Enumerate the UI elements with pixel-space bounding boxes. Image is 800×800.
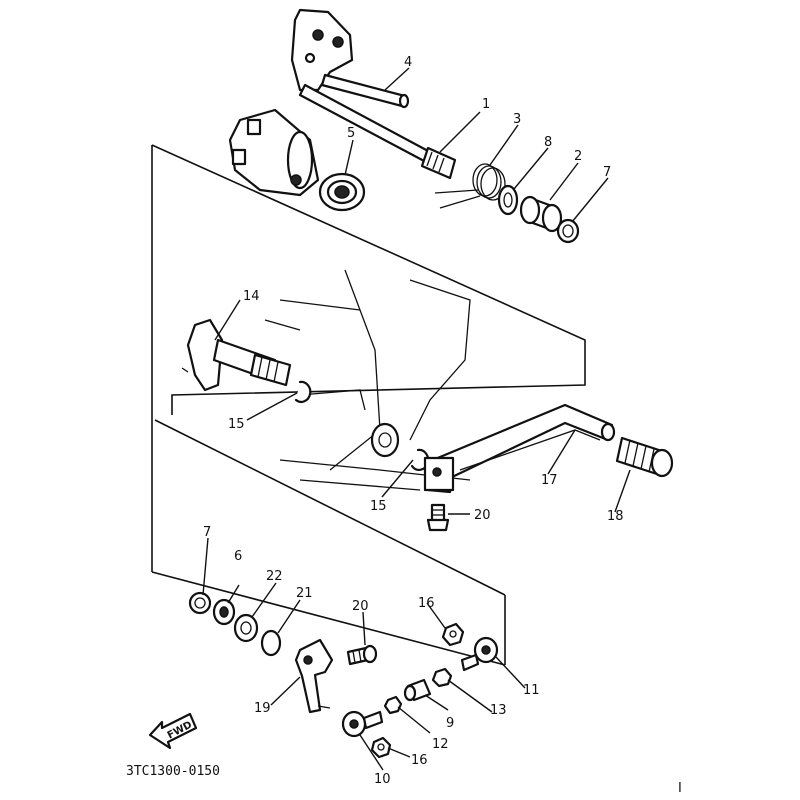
callout-labels: 1 2 3 4 5 6 7 7 8 9 10 11 12 13 14 15 15… (203, 55, 624, 787)
callout-12: 12 (432, 737, 449, 752)
callout-17: 17 (541, 473, 558, 488)
callout-4: 4 (404, 55, 412, 70)
callout-10: 10 (374, 772, 391, 787)
callout-13: 13 (490, 703, 507, 718)
washer (212, 598, 236, 626)
shift-rod (403, 678, 432, 702)
upper-assembly-frame (151, 144, 586, 415)
rod-joint (460, 636, 499, 672)
oil-seal (188, 591, 212, 615)
bolt (426, 503, 450, 532)
callout-16: 16 (418, 596, 435, 611)
shift-shaft (290, 8, 457, 180)
callout-7: 7 (203, 525, 211, 540)
callout-5: 5 (347, 126, 355, 141)
callout-7: 7 (603, 165, 611, 180)
callout-leaders (202, 67, 631, 771)
callout-11: 11 (523, 683, 540, 698)
pedal-rubber (615, 436, 674, 478)
case-boss (370, 422, 400, 458)
callout-14: 14 (243, 289, 260, 304)
callout-22: 22 (266, 569, 283, 584)
washer (497, 184, 519, 216)
page-mark: I (678, 781, 682, 796)
callout-9: 9 (446, 716, 454, 731)
callout-15: 15 (228, 417, 245, 432)
callout-15: 15 (370, 499, 387, 514)
callout-8: 8 (544, 135, 552, 150)
nut (383, 695, 403, 715)
callout-21: 21 (296, 586, 313, 601)
shift-pedal (423, 403, 616, 494)
shift-drum (228, 108, 320, 197)
callout-18: 18 (607, 509, 624, 524)
pin (320, 73, 410, 109)
nut (441, 622, 465, 647)
circlip (260, 629, 282, 657)
callout-6: 6 (234, 549, 242, 564)
engine-case-outline (264, 269, 471, 491)
callout-19: 19 (254, 701, 271, 716)
shift-lever-shaft (181, 318, 292, 392)
callout-3: 3 (513, 112, 521, 127)
rod-joint (341, 710, 384, 738)
circlip (294, 380, 312, 403)
collar (519, 195, 563, 233)
bearing (318, 172, 366, 212)
bolt (346, 644, 378, 666)
callout-20: 20 (474, 508, 491, 523)
lower-assembly-frame (151, 571, 506, 666)
fwd-arrow-icon: FWD (148, 712, 198, 750)
callout-16: 16 (411, 753, 428, 768)
nut (370, 736, 392, 759)
oil-seal (556, 218, 580, 244)
callout-1: 1 (482, 97, 490, 112)
callout-20: 20 (352, 599, 369, 614)
nut (431, 667, 453, 688)
torsion-spring (434, 163, 506, 209)
callout-2: 2 (574, 149, 582, 164)
shift-arm (294, 638, 334, 714)
diagram-code: 3TC1300-0150 (126, 764, 220, 779)
plate-washer (233, 613, 259, 643)
